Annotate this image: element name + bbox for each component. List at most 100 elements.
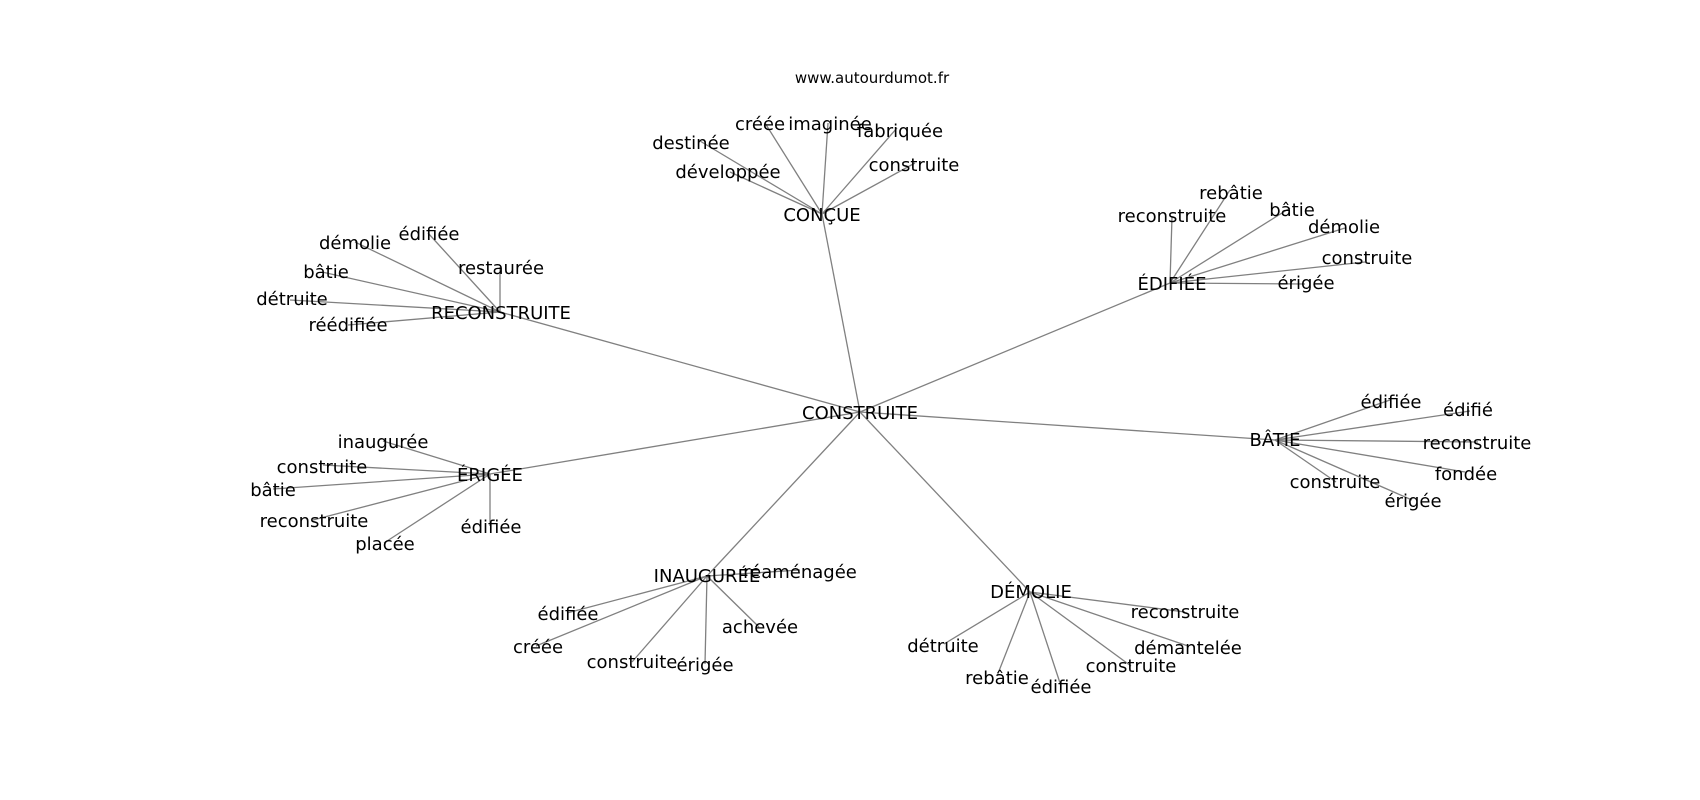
- graph-edge: [764, 122, 823, 215]
- leaf-word[interactable]: bâtie: [250, 480, 296, 501]
- graph-edge: [821, 162, 916, 215]
- graph-edge: [699, 140, 823, 215]
- graph-edge: [631, 575, 708, 663]
- graph-edge: [383, 473, 491, 544]
- leaf-word[interactable]: réaménagée: [743, 562, 857, 583]
- leaf-word[interactable]: créée: [513, 637, 563, 658]
- leaf-word[interactable]: construite: [1290, 472, 1381, 493]
- hub-word[interactable]: RECONSTRUITE: [431, 303, 571, 324]
- graph-edge: [1274, 439, 1337, 483]
- graph-edge: [382, 440, 491, 475]
- graph-edge: [821, 213, 861, 413]
- hub-word[interactable]: BÂTIE: [1250, 429, 1301, 451]
- graph-edge: [1169, 207, 1291, 284]
- graph-edges: [272, 122, 1479, 687]
- leaf-word[interactable]: reconstruite: [1423, 433, 1532, 454]
- graph-edge: [489, 411, 861, 475]
- graph-edge: [272, 473, 491, 490]
- graph-edge: [859, 411, 1276, 441]
- graph-edge: [1029, 591, 1132, 667]
- leaf-word[interactable]: érigée: [1277, 273, 1334, 294]
- graph-edge: [322, 464, 491, 475]
- leaf-word[interactable]: réédifiée: [308, 315, 387, 336]
- hub-word[interactable]: DÉMOLIE: [990, 581, 1072, 603]
- graph-edge: [312, 473, 491, 521]
- graph-edge: [859, 411, 1031, 593]
- graph-edge: [1029, 591, 1186, 613]
- graph-edge: [706, 411, 861, 577]
- leaf-word[interactable]: fondée: [1435, 464, 1497, 485]
- graph-edge: [1169, 261, 1366, 284]
- graph-edge: [354, 241, 501, 313]
- leaf-word[interactable]: destinée: [652, 133, 730, 154]
- graph-edge: [347, 311, 501, 326]
- graph-edge: [1274, 410, 1471, 441]
- leaf-word[interactable]: créée: [735, 114, 785, 135]
- leaf-word[interactable]: reconstruite: [1131, 602, 1240, 623]
- graph-edge: [996, 591, 1031, 677]
- leaf-word[interactable]: détruite: [907, 636, 979, 657]
- leaf-word[interactable]: démolie: [319, 233, 391, 254]
- graph-edge: [1274, 439, 1466, 473]
- graph-edge: [706, 575, 760, 628]
- leaf-word[interactable]: érigée: [676, 655, 733, 676]
- hub-word[interactable]: ÉDIFIÉE: [1138, 273, 1207, 295]
- leaf-word[interactable]: édifiée: [1361, 392, 1422, 413]
- leaf-word[interactable]: construite: [869, 155, 960, 176]
- graph-edge: [321, 271, 501, 313]
- leaf-word[interactable]: imaginée: [788, 114, 872, 135]
- graph-edge: [1274, 439, 1413, 501]
- leaf-word[interactable]: construite: [1086, 656, 1177, 677]
- hub-word[interactable]: ÉRIGÉE: [457, 464, 523, 486]
- graph-edge: [535, 575, 708, 647]
- leaf-word[interactable]: détruite: [256, 289, 328, 310]
- leaf-word[interactable]: achevée: [722, 617, 798, 638]
- graph-edge: [821, 122, 829, 215]
- graph-edge: [1274, 439, 1479, 443]
- graph-edge: [1029, 591, 1062, 687]
- graph-edge: [1274, 399, 1391, 441]
- graph-edge: [706, 569, 801, 577]
- leaf-word[interactable]: reconstruite: [1118, 206, 1227, 227]
- graph-edge: [1169, 227, 1346, 284]
- leaf-word[interactable]: édifié: [1443, 400, 1493, 421]
- graph-edge: [499, 311, 861, 413]
- leaf-word[interactable]: démolie: [1308, 217, 1380, 238]
- leaf-word[interactable]: bâtie: [303, 262, 349, 283]
- graph-edge: [729, 171, 823, 215]
- leaf-word[interactable]: érigée: [1384, 491, 1441, 512]
- leaf-word[interactable]: édifiée: [1031, 677, 1092, 698]
- graph-edge: [1029, 591, 1189, 647]
- graph-edge: [859, 282, 1171, 413]
- graph-edge: [427, 232, 501, 313]
- leaf-word[interactable]: démantelée: [1134, 638, 1242, 659]
- leaf-word[interactable]: bâtie: [1269, 200, 1315, 221]
- graph-edge: [943, 591, 1031, 645]
- leaf-word[interactable]: développée: [675, 162, 780, 183]
- center-word[interactable]: CONSTRUITE: [802, 403, 918, 424]
- leaf-word[interactable]: inaugurée: [338, 432, 429, 453]
- leaf-word[interactable]: fabriquée: [857, 121, 943, 142]
- site-url[interactable]: www.autourdumot.fr: [795, 69, 950, 87]
- graph-edge: [821, 127, 898, 215]
- graph-edge: [289, 299, 501, 313]
- leaf-word[interactable]: construite: [1322, 248, 1413, 269]
- leaf-word[interactable]: reconstruite: [260, 511, 369, 532]
- graph-edge: [704, 575, 708, 665]
- leaf-word[interactable]: rebâtie: [1199, 183, 1263, 204]
- leaf-word[interactable]: construite: [277, 457, 368, 478]
- leaf-word[interactable]: restaurée: [458, 258, 544, 279]
- leaf-word[interactable]: édifiée: [399, 224, 460, 245]
- leaf-word[interactable]: édifiée: [538, 604, 599, 625]
- leaf-word[interactable]: rebâtie: [965, 668, 1029, 689]
- graph-edge: [566, 575, 708, 614]
- graph-edge: [1169, 216, 1173, 284]
- leaf-word[interactable]: placée: [355, 534, 415, 555]
- graph-edge: [1169, 282, 1306, 285]
- leaf-word[interactable]: édifiée: [461, 517, 522, 538]
- hub-word[interactable]: CONÇUE: [783, 205, 860, 226]
- leaf-word[interactable]: construite: [587, 652, 678, 673]
- hub-word[interactable]: INAUGURÉE: [654, 565, 761, 587]
